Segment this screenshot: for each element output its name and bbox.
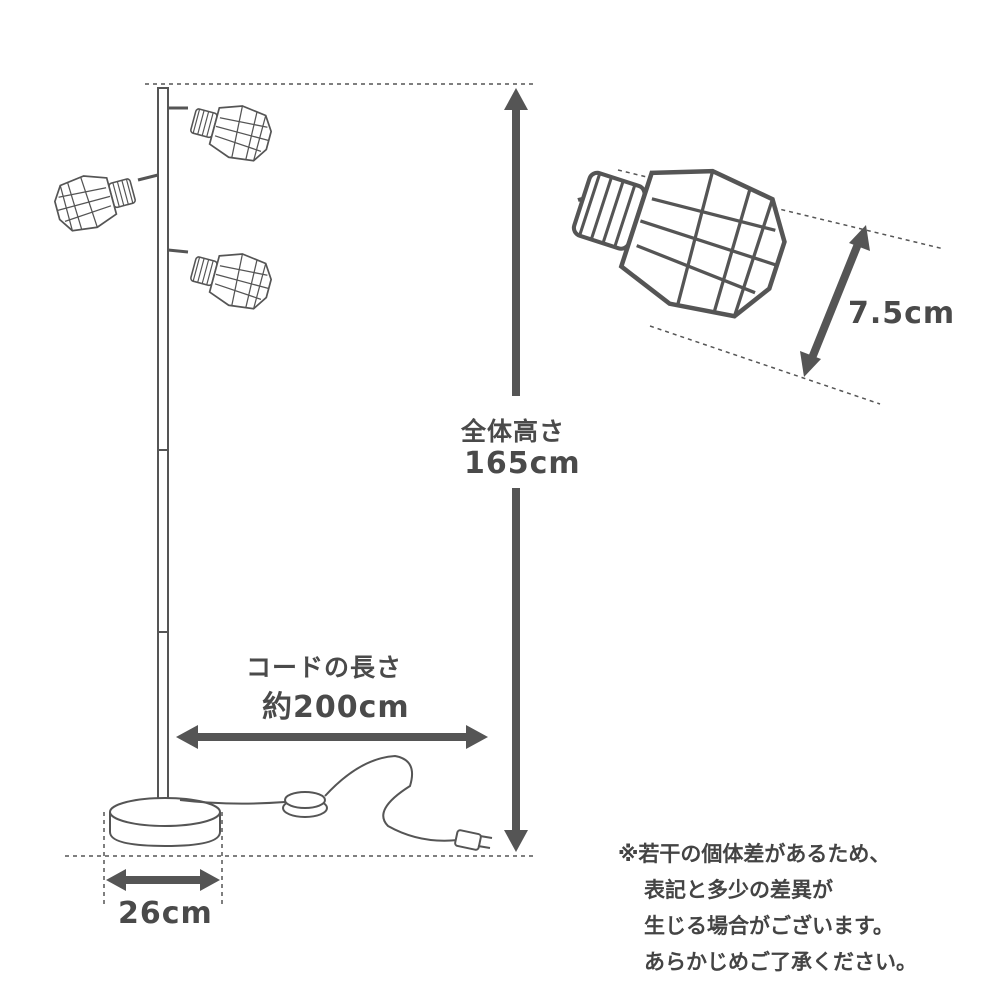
height-arrowhead-bottom (504, 830, 528, 852)
cord-length-label: コードの長さ (246, 653, 403, 682)
base-width-value: 26cm (118, 896, 213, 931)
lamp-base (109, 797, 221, 848)
shade-arrowhead-top (849, 225, 870, 251)
note-line-1: ※若干の個体差があるため、 (618, 842, 891, 866)
shade-detail (560, 136, 798, 332)
shade-top (185, 93, 277, 167)
shade-arrowhead-bottom (800, 351, 821, 377)
total-height-value: 165cm (464, 446, 581, 481)
base-arrowhead-left (106, 869, 126, 891)
lamp-pole (157, 87, 169, 801)
shade-bottom-guide (649, 325, 881, 405)
shade-left (49, 163, 141, 237)
power-cord (179, 754, 459, 842)
cord-length-value: 約200cm (262, 690, 410, 725)
plug (454, 829, 493, 851)
height-arrowhead-top (504, 88, 528, 110)
shade-bottom (185, 241, 277, 315)
shade-size-value: 7.5cm (848, 296, 956, 331)
shade-arrow (808, 242, 862, 360)
note-line-3: 生じる場合がございます。 (644, 914, 894, 938)
note-line-2: 表記と多少の差異が (644, 878, 833, 902)
cord-arrowhead-right (466, 725, 488, 749)
base-arrowhead-right (200, 869, 220, 891)
cord-arrowhead-left (176, 725, 198, 749)
foot-switch (282, 791, 328, 818)
total-height-label: 全体高さ (461, 417, 566, 446)
disclaimer-note: ※若干の個体差があるため、 表記と多少の差異が 生じる場合がございます。 あらか… (618, 836, 917, 980)
note-line-4: あらかじめご了承ください。 (644, 950, 917, 974)
